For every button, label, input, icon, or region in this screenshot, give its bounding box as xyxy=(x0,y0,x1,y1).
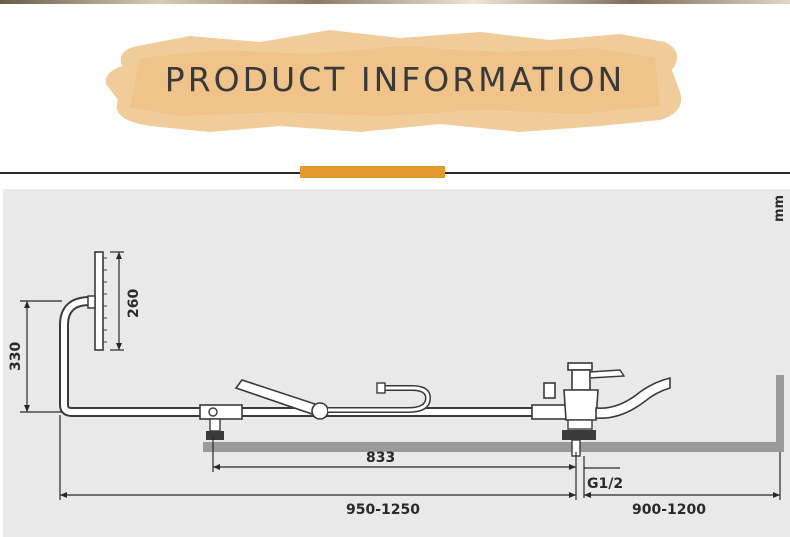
label-330: 330 xyxy=(8,342,24,371)
brush-stroke-background xyxy=(105,30,682,132)
dimension-lines xyxy=(20,251,781,500)
hand-shower xyxy=(234,379,432,420)
shower-head xyxy=(87,251,107,351)
label-g-half: G1/2 xyxy=(587,476,623,492)
floor-hatch xyxy=(203,375,784,452)
diagram-panel xyxy=(3,189,790,537)
label-900-1200: 900-1200 xyxy=(632,502,706,518)
left-deck-mount xyxy=(199,404,243,440)
accent-bar xyxy=(300,166,445,178)
page-title: PRODUCT INFORMATION xyxy=(164,60,626,99)
dimension-arrows xyxy=(24,252,780,498)
top-image-strip xyxy=(0,0,790,4)
label-833: 833 xyxy=(366,450,395,466)
label-260: 260 xyxy=(126,289,142,318)
unit-label: mm xyxy=(772,195,787,222)
label-950-1250: 950-1250 xyxy=(346,502,420,518)
mixer-valve xyxy=(531,362,671,457)
